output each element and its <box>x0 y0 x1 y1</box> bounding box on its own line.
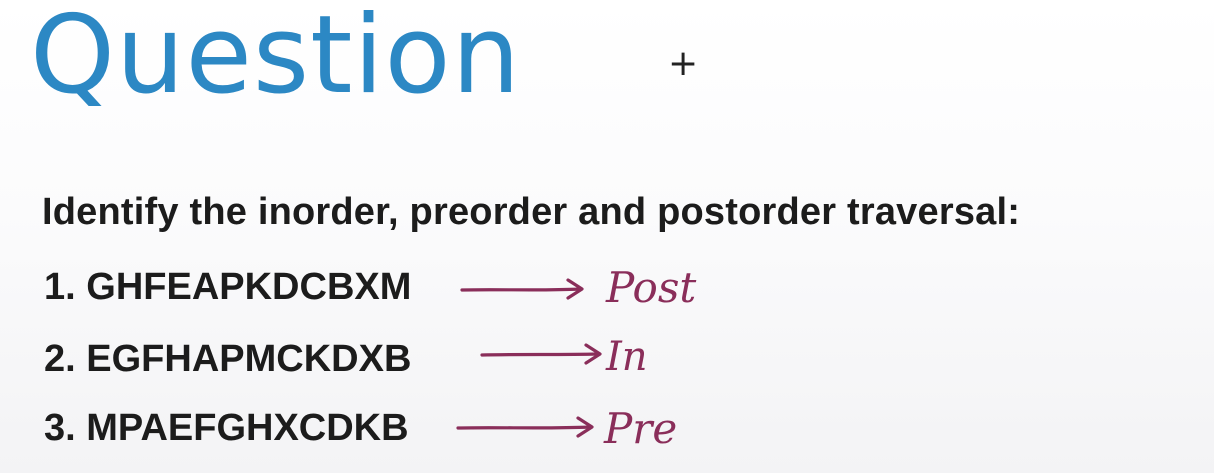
list-item: 3. MPAEFGHXCDKB <box>44 409 409 447</box>
annotation-in: In <box>605 334 648 380</box>
item-sequence: MPAEFGHXCDKB <box>86 407 409 449</box>
annotation-pre: Pre <box>603 404 677 453</box>
item-sequence: EGFHAPMCKDXB <box>86 338 412 380</box>
arrow-right-icon <box>456 416 594 438</box>
slide-title: Question <box>30 0 522 118</box>
item-number: 3. <box>44 407 76 449</box>
item-sequence: GHFEAPKDCBXM <box>86 266 412 308</box>
list-item: 2. EGFHAPMCKDXB <box>44 340 411 378</box>
arrow-right-icon <box>480 343 602 365</box>
plus-cursor-icon: + <box>668 43 699 84</box>
list-item: 1. GHFEAPKDCBXM <box>44 268 411 306</box>
annotation-post: Post <box>605 263 696 312</box>
item-number: 1. <box>44 266 76 308</box>
arrow-right-icon <box>460 278 584 300</box>
item-number: 2. <box>44 338 76 380</box>
question-prompt: Identify the inorder, preorder and posto… <box>42 191 1021 233</box>
